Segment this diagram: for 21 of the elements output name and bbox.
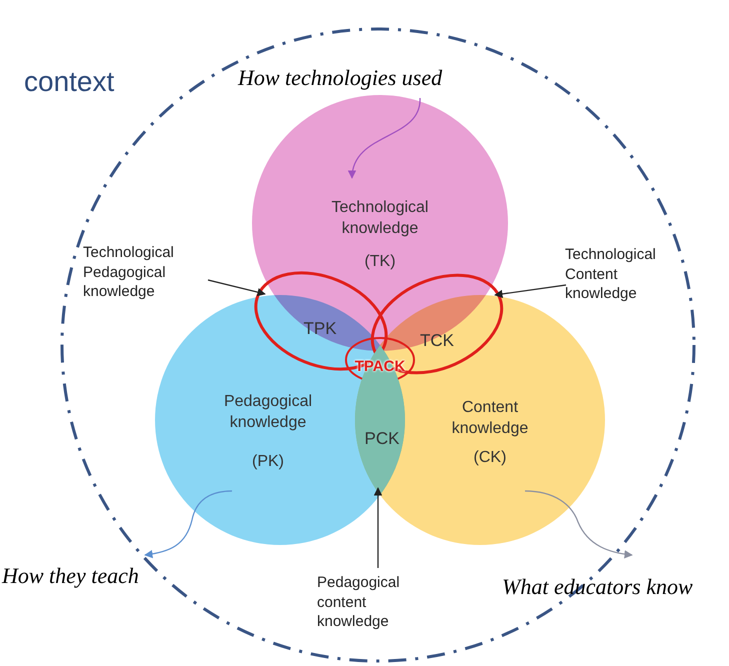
annotation-text: How they teach (2, 562, 139, 591)
annotation-text: How technologies used (238, 64, 442, 93)
region-label: TPK (302, 318, 338, 340)
region-label: Pedagogical knowledge (222, 392, 314, 433)
arrow (374, 487, 382, 568)
region-label: Content knowledge (450, 398, 530, 439)
annotation-text: Technological Pedagogical knowledge (83, 243, 207, 302)
context-heading: context (24, 65, 116, 99)
region-label: (CK) (472, 448, 508, 468)
arrow (494, 284, 566, 298)
arrow (524, 490, 633, 558)
region-label: (TK) (363, 252, 397, 272)
region-label: PCK (364, 428, 400, 450)
annotation-text: Pedagogical content knowledge (317, 573, 427, 632)
arrow (144, 490, 232, 558)
region-label: Technological knowledge (330, 198, 430, 239)
annotation-text: What educators know (502, 573, 693, 602)
arrow (208, 279, 266, 296)
annotation-text: Technological Content knowledge (565, 245, 689, 304)
region-label: TCK (419, 330, 455, 352)
region-label: (PK) (251, 452, 285, 472)
